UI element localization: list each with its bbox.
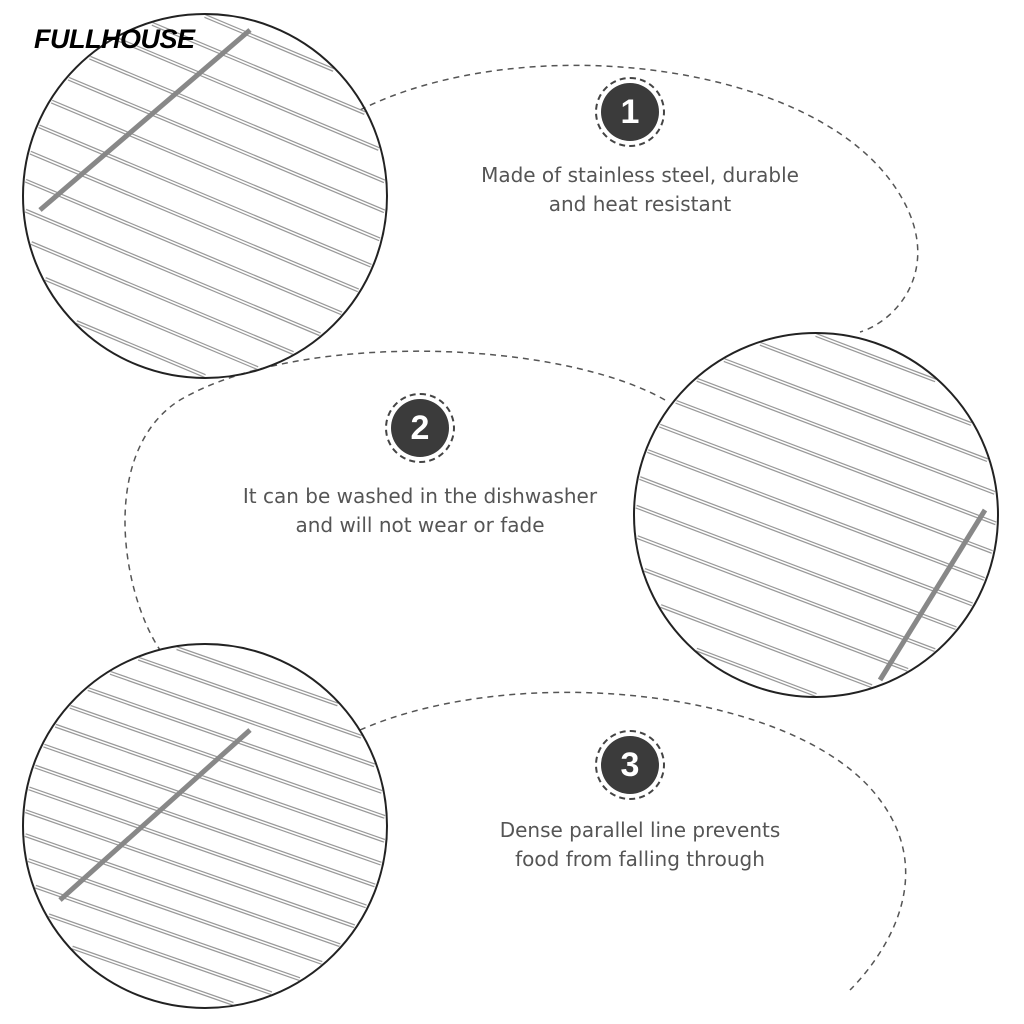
rack-wire: [30, 242, 294, 354]
rack-wire: [35, 885, 300, 980]
feature-line: and heat resistant: [548, 192, 732, 216]
rack-crossbar: [58, 728, 252, 902]
rack-wire: [659, 424, 993, 553]
step-badge-3: 3: [595, 730, 665, 800]
rack-wire: [696, 379, 995, 494]
step-number: 2: [391, 399, 449, 457]
feature-line: Dense parallel line prevents: [499, 818, 781, 842]
rack-wire: [25, 209, 321, 336]
feature-line: Made of stainless steel, durable: [481, 163, 799, 187]
step-badge-1: 1: [595, 77, 665, 147]
rack-wire: [675, 401, 997, 525]
rack-wire: [116, 38, 380, 150]
rack-wire: [71, 946, 234, 1005]
step-number: 1: [601, 83, 659, 141]
rack-wire: [635, 505, 957, 629]
rack-wire: [76, 321, 206, 377]
rack-wire: [723, 359, 988, 461]
rack-wire: [28, 787, 367, 908]
rack-wire: [28, 859, 323, 964]
rack-wire: [55, 724, 385, 842]
rack-wire: [176, 647, 339, 706]
brand-logo: FULLHOUSE: [34, 24, 195, 54]
rack-wire: [644, 569, 909, 671]
rack-wire: [696, 648, 817, 696]
feature-line: It can be washed in the dishwasher: [242, 484, 598, 508]
feature-line: and will not wear or fade: [295, 513, 545, 537]
rack-wire: [639, 477, 973, 606]
zoom-circle-3: [22, 643, 388, 1009]
step-number: 3: [601, 736, 659, 794]
rack-wire: [647, 450, 985, 580]
rack-wire: [48, 914, 272, 994]
rack-wire: [69, 706, 386, 818]
rack-wire: [38, 125, 372, 267]
rack-wire: [25, 179, 342, 315]
rack-wire: [68, 77, 385, 213]
rack-crossbar: [38, 28, 252, 212]
feature-2-text: It can be washed in the dishwasher and w…: [210, 482, 630, 540]
rack-wire: [51, 100, 380, 241]
rack-wire: [24, 834, 341, 946]
rack-wire: [34, 765, 376, 887]
rack-wire: [660, 605, 872, 687]
rack-wire: [760, 343, 972, 425]
zoom-circle-2: [633, 332, 999, 698]
rack-wire: [815, 334, 936, 382]
dashed-arc-3: [359, 691, 907, 991]
feature-line: food from falling through: [515, 847, 765, 871]
rack-wire: [43, 744, 382, 865]
rack-wire: [89, 56, 385, 183]
feature-3-text: Dense parallel line prevents food from f…: [430, 816, 850, 874]
dashed-arc-2: [124, 350, 666, 651]
zoom-circle-1: [22, 13, 388, 379]
dashed-arc-1: [359, 64, 919, 333]
rack-wire: [110, 672, 375, 767]
rack-closeup-2: [635, 333, 997, 697]
feature-1-text: Made of stainless steel, durable and hea…: [430, 161, 850, 219]
step-badge-2: 2: [385, 393, 455, 463]
rack-wire: [152, 23, 366, 114]
rack-wire: [25, 810, 355, 928]
rack-closeup-1: [24, 14, 386, 378]
rack-closeup-3: [24, 646, 386, 1006]
rack-wire: [44, 278, 258, 369]
rack-wire: [637, 536, 936, 651]
rack-crossbar: [877, 508, 988, 682]
rack-wire: [30, 151, 359, 292]
rack-wire: [138, 658, 362, 738]
rack-wire: [204, 15, 334, 71]
